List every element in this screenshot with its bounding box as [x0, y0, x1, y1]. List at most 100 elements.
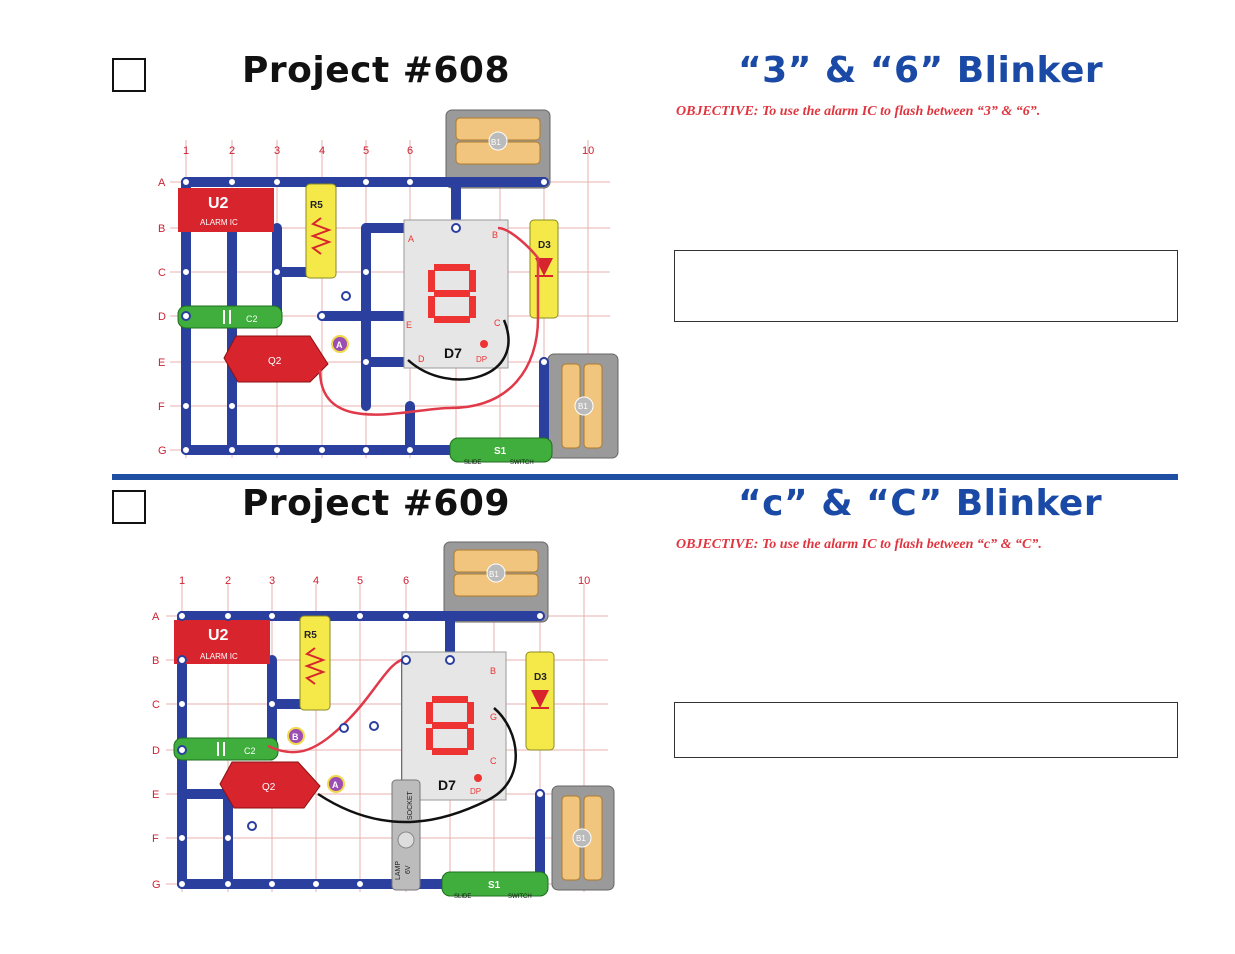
svg-text:C: C	[494, 318, 501, 328]
svg-text:U2: U2	[208, 195, 229, 212]
col-label: 10	[578, 575, 590, 587]
d3-led: D3	[529, 219, 559, 319]
red-jumper-wire	[267, 656, 409, 754]
svg-text:ALARM IC: ALARM IC	[200, 652, 238, 661]
svg-text:DP: DP	[476, 355, 487, 364]
u2-alarm-ic: U2 ALARM IC	[178, 188, 274, 232]
project-609-checkbox[interactable]	[112, 490, 146, 524]
svg-text:D: D	[418, 354, 425, 364]
svg-text:Q2: Q2	[268, 356, 282, 367]
col-label: 2	[225, 575, 231, 587]
svg-text:B1: B1	[578, 402, 588, 411]
project-609-notes-box[interactable]	[674, 702, 1178, 758]
row-label: A	[152, 611, 160, 623]
marker-a	[331, 335, 349, 353]
r5-resistor: R5	[305, 183, 337, 279]
svg-text:D3: D3	[538, 240, 551, 251]
svg-text:C2: C2	[246, 314, 258, 324]
svg-text:C: C	[490, 756, 497, 766]
black-jumper-wire	[407, 319, 510, 381]
svg-text:B1: B1	[576, 834, 586, 843]
project-608-notes-box[interactable]	[674, 250, 1178, 322]
svg-text:SWITCH: SWITCH	[508, 894, 532, 900]
project-608-objective: OBJECTIVE: To use the alarm IC to flash …	[676, 104, 1041, 119]
svg-text:LAMP: LAMP	[395, 861, 402, 880]
col-label: 10	[582, 145, 594, 157]
row-label: G	[158, 445, 167, 457]
project-609-circuit-diagram: 1 2 3 4 5 6 10 A B C D E F G B1 B1	[152, 541, 615, 900]
battery-holder-top: B1	[445, 109, 551, 189]
section-divider	[112, 474, 1178, 480]
svg-text:D7: D7	[444, 345, 462, 361]
col-label: 6	[403, 575, 409, 587]
svg-text:SWITCH: SWITCH	[510, 460, 534, 466]
d7-seven-segment-display: D7 DP B C G	[401, 651, 507, 801]
svg-text:U2: U2	[208, 627, 229, 644]
col-label: 3	[274, 145, 280, 157]
svg-text:B1: B1	[489, 570, 499, 579]
svg-text:A: A	[332, 780, 339, 790]
col-label: 4	[319, 145, 325, 157]
svg-text:S1: S1	[494, 446, 507, 457]
row-label: E	[158, 357, 165, 369]
d7-seven-segment-display: D7 DP A B C D E	[403, 219, 509, 369]
marker-b	[287, 727, 305, 745]
project-608-title: Project #608	[242, 50, 511, 91]
svg-text:D3: D3	[534, 672, 547, 683]
svg-text:DP: DP	[470, 787, 481, 796]
row-label: C	[158, 267, 166, 279]
c2-capacitor: C2	[177, 305, 283, 329]
col-label: 6	[407, 145, 413, 157]
col-label: 4	[313, 575, 319, 587]
project-609-objective: OBJECTIVE: To use the alarm IC to flash …	[676, 537, 1042, 552]
row-label: B	[158, 223, 165, 235]
q2-transistor: Q2	[219, 761, 321, 809]
svg-text:B1: B1	[491, 138, 501, 147]
project-608-checkbox[interactable]	[112, 58, 146, 92]
svg-text:A: A	[408, 234, 414, 244]
row-label: F	[158, 401, 165, 413]
d3-led: D3	[525, 651, 555, 751]
battery-holder-right: B1	[551, 785, 615, 891]
svg-text:B: B	[492, 230, 498, 240]
svg-text:R5: R5	[304, 630, 317, 641]
col-label: 2	[229, 145, 235, 157]
svg-text:D7: D7	[438, 777, 456, 793]
row-label: C	[152, 699, 160, 711]
row-label: D	[158, 311, 166, 323]
r5-resistor: R5	[299, 615, 331, 711]
row-label: E	[152, 789, 159, 801]
project-608-circuit-diagram: 1 2 3 4 5 6 10 A B C D E F G B1 B1	[158, 109, 619, 466]
project-609-title: Project #609	[242, 483, 511, 524]
svg-text:SOCKET: SOCKET	[407, 790, 414, 820]
c2-capacitor: C2	[173, 737, 279, 761]
svg-text:Q2: Q2	[262, 782, 276, 793]
project-608-heading: “3” & “6” Blinker	[738, 50, 1104, 91]
project-609-heading: “c” & “C” Blinker	[738, 483, 1103, 524]
svg-text:SLIDE: SLIDE	[454, 894, 471, 900]
col-label: 5	[363, 145, 369, 157]
svg-text:ALARM IC: ALARM IC	[200, 218, 238, 227]
svg-text:R5: R5	[310, 200, 323, 211]
s1-slide-switch: S1 SLIDE SWITCH	[449, 437, 553, 466]
q2-transistor: Q2	[223, 335, 329, 383]
battery-holder-top: B1	[443, 541, 549, 623]
svg-text:6V: 6V	[405, 865, 412, 874]
svg-text:B: B	[490, 666, 496, 676]
row-label: A	[158, 177, 166, 189]
u2-alarm-ic: U2 ALARM IC	[174, 620, 270, 664]
svg-text:G: G	[490, 712, 497, 722]
row-label: D	[152, 745, 160, 757]
col-label: 1	[179, 575, 185, 587]
svg-text:A: A	[336, 340, 343, 350]
svg-text:C2: C2	[244, 746, 256, 756]
s1-slide-switch: S1 SLIDE SWITCH	[441, 871, 549, 900]
lamp-socket: SOCKET LAMP 6V	[391, 779, 421, 891]
svg-text:SLIDE: SLIDE	[464, 460, 481, 466]
col-label: 1	[183, 145, 189, 157]
svg-text:E: E	[406, 320, 412, 330]
col-label: 5	[357, 575, 363, 587]
battery-holder-right: B1	[547, 353, 619, 459]
row-label: B	[152, 655, 159, 667]
black-jumper-wire	[317, 707, 517, 824]
